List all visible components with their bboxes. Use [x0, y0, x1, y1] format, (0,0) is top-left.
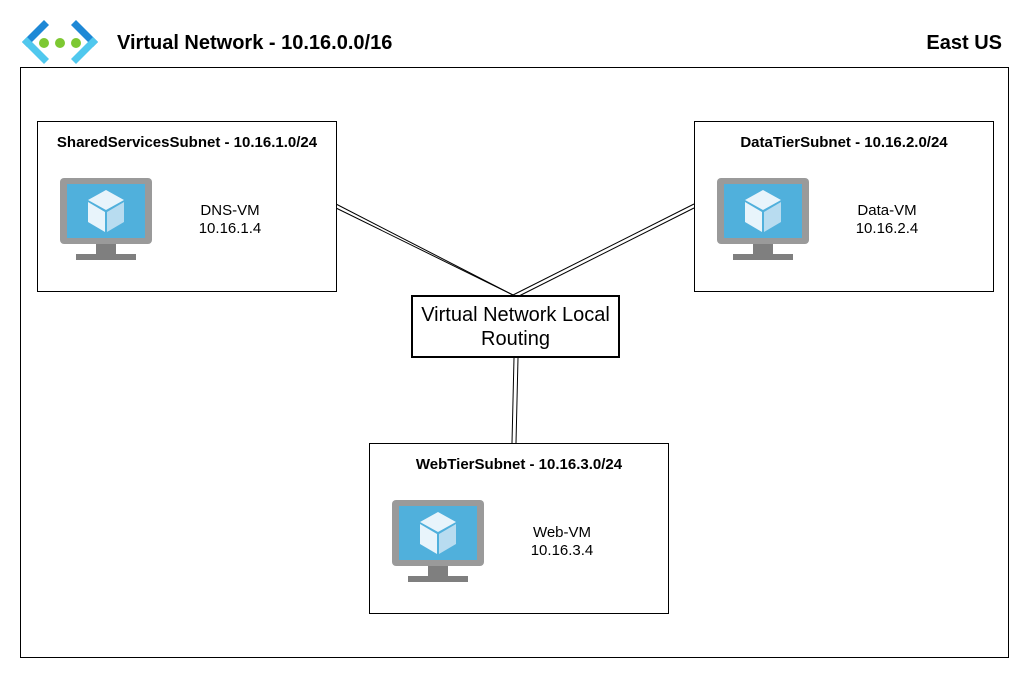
- vm-name: Web-VM: [532, 524, 592, 541]
- vm-label: Web-VM 10.16.3.4: [500, 524, 624, 560]
- virtual-machine-icon: [60, 178, 152, 260]
- vm-label: Data-VM 10.16.2.4: [825, 202, 949, 238]
- subnet-shared-services: SharedServicesSubnet - 10.16.1.0/24 DNS-…: [37, 121, 337, 292]
- subnet-title: SharedServicesSubnet - 10.16.1.0/24: [56, 134, 318, 151]
- vm-label: DNS-VM 10.16.1.4: [168, 202, 292, 238]
- vnet-title: Virtual Network - 10.16.0.0/16: [117, 32, 393, 54]
- region-label: East US: [926, 32, 1002, 54]
- virtual-machine-icon: [717, 178, 809, 260]
- vm-ip: 10.16.2.4: [855, 220, 919, 237]
- virtual-machine-icon: [392, 500, 484, 582]
- vm-name: DNS-VM: [200, 202, 260, 219]
- local-routing-node: Virtual Network Local Routing: [411, 295, 620, 358]
- virtual-network-boundary: [20, 67, 1009, 658]
- vm-name: Data-VM: [857, 202, 917, 219]
- vm-ip: 10.16.3.4: [530, 542, 594, 559]
- subnet-title: DataTierSubnet - 10.16.2.0/24: [740, 134, 948, 151]
- virtual-network-icon: [22, 20, 98, 64]
- subnet-data-tier: DataTierSubnet - 10.16.2.0/24 Data-VM 10…: [694, 121, 994, 292]
- subnet-title: WebTierSubnet - 10.16.3.0/24: [415, 456, 623, 473]
- vm-ip: 10.16.1.4: [198, 220, 262, 237]
- subnet-web-tier: WebTierSubnet - 10.16.3.0/24 Web-VM 10.1…: [369, 443, 669, 614]
